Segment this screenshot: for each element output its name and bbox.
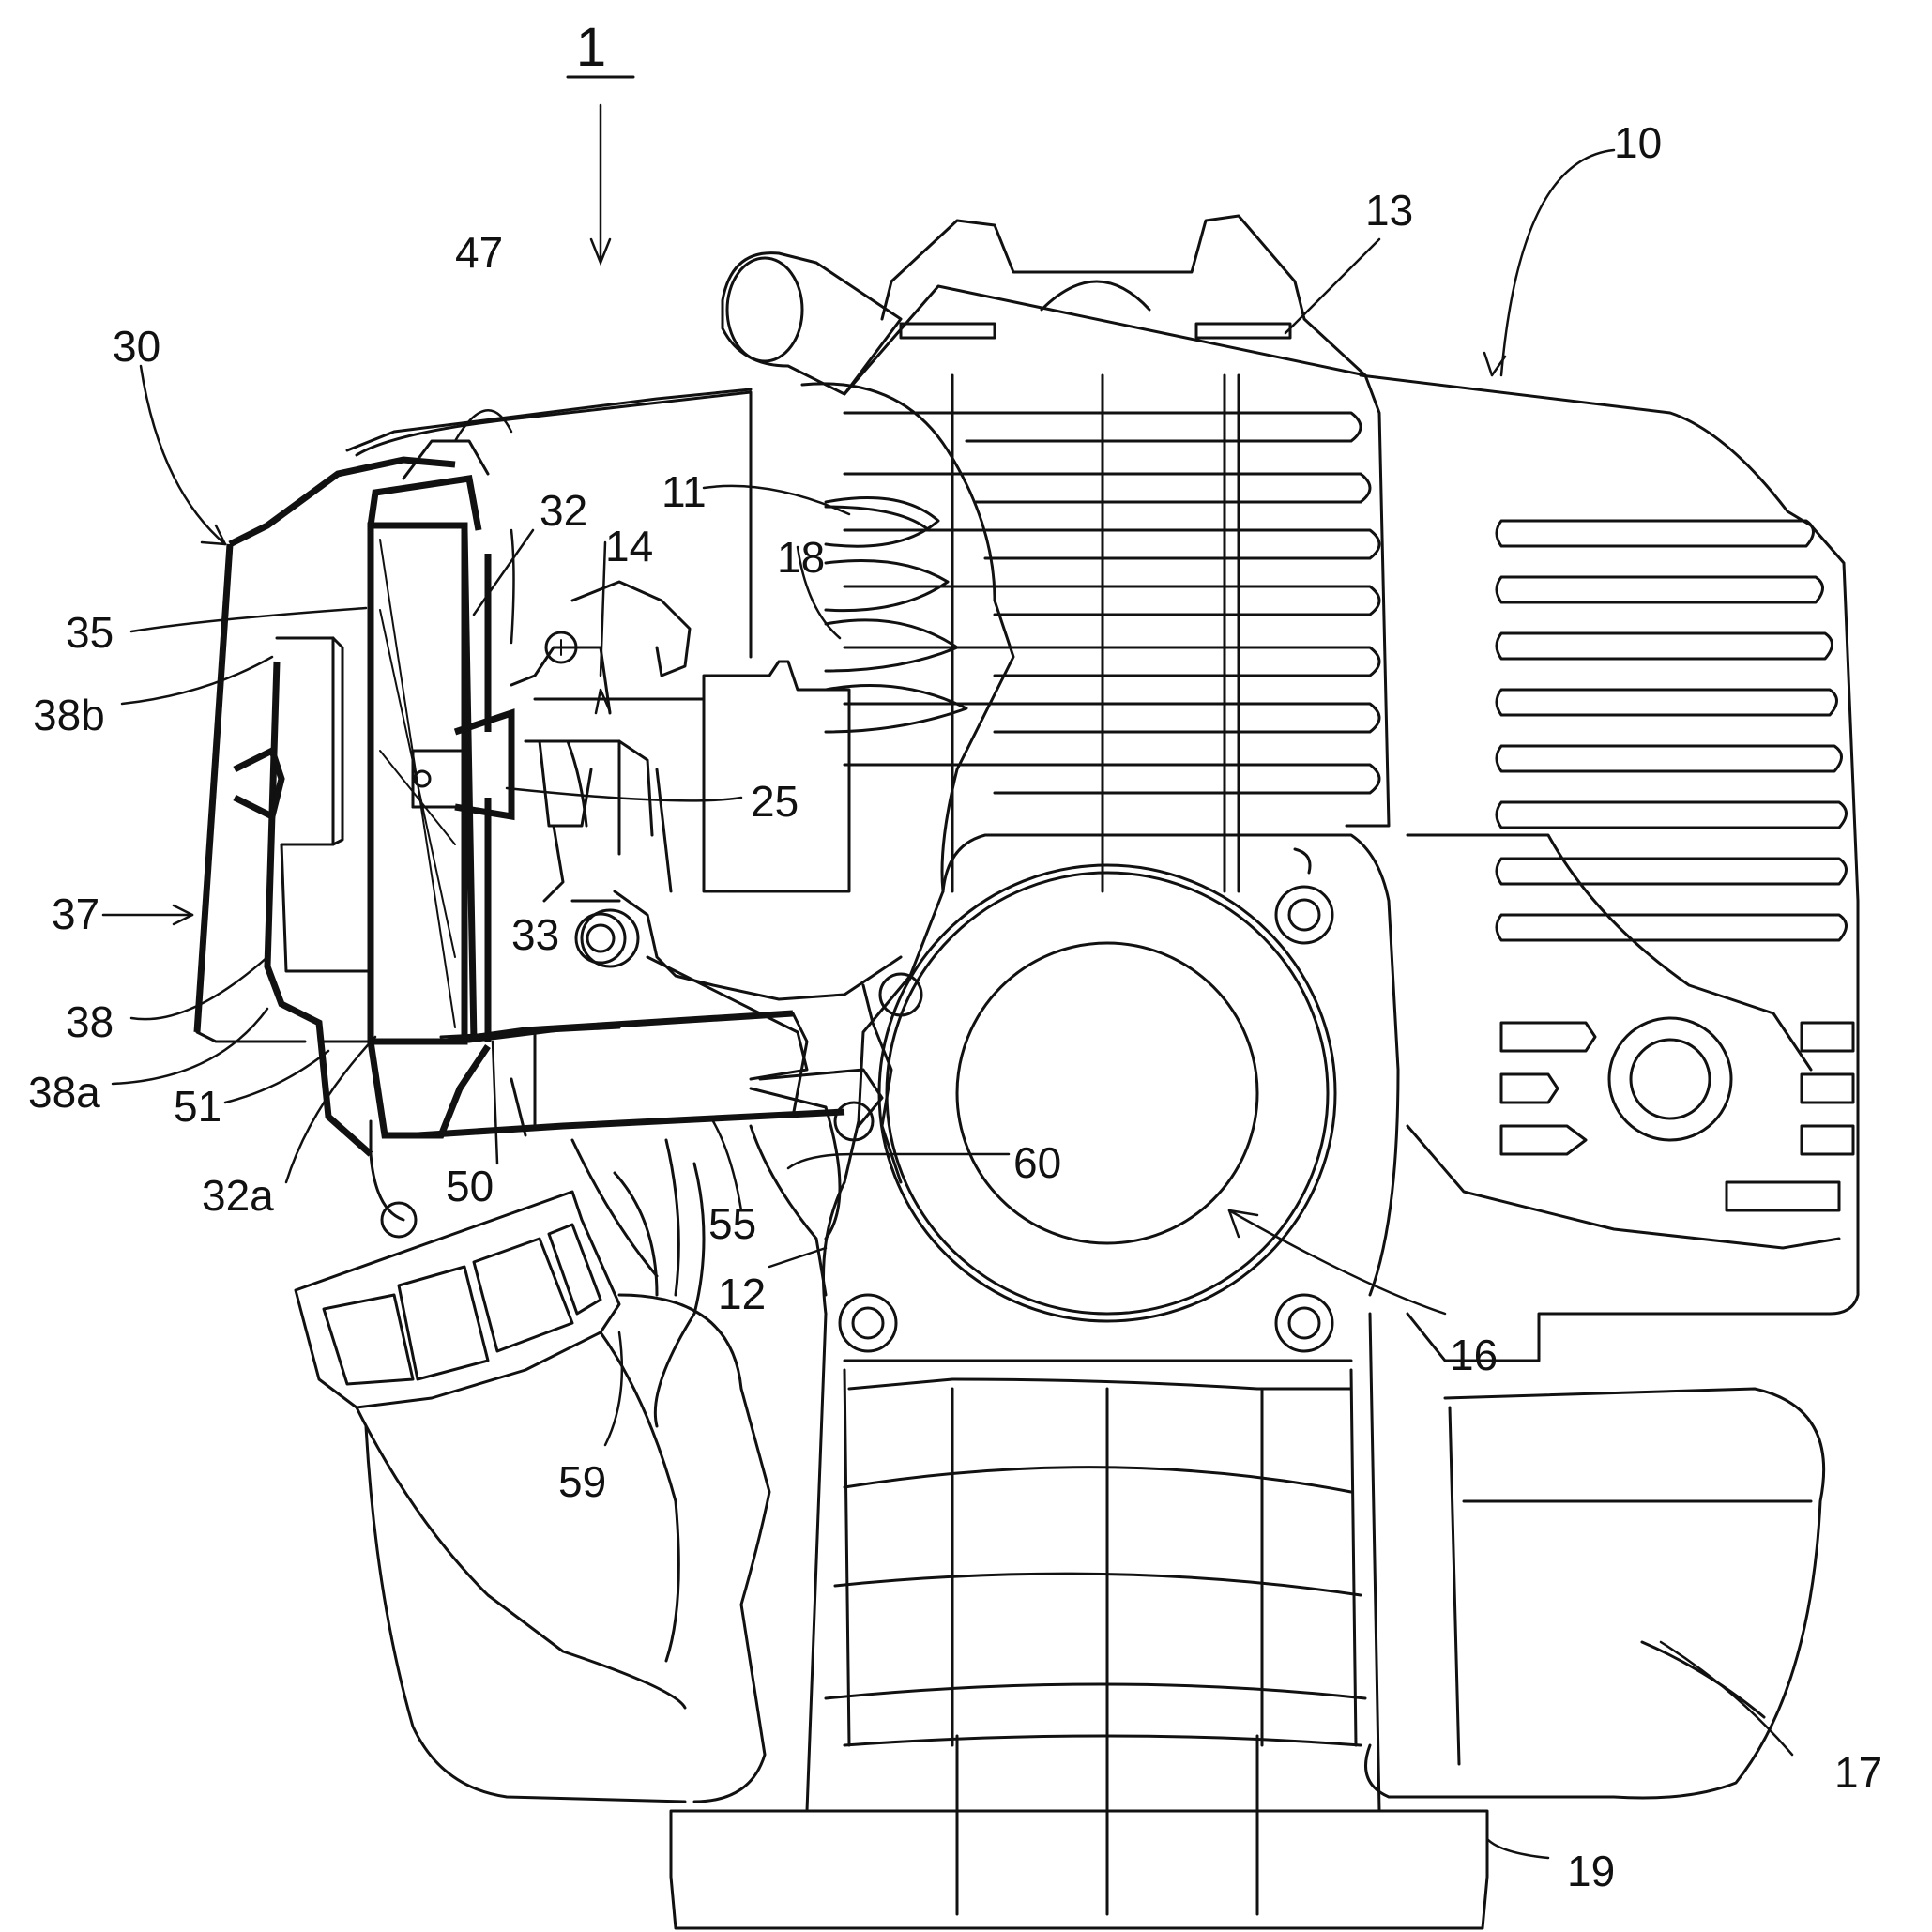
engine-cover <box>1361 375 1858 1361</box>
label-35: 35 <box>66 608 114 657</box>
label-38: 38 <box>66 997 114 1046</box>
label-37: 37 <box>52 890 99 938</box>
spark-plug-boot <box>723 253 901 394</box>
crankcase <box>824 835 1399 1321</box>
engine-base <box>671 1314 1487 1928</box>
cylinder-cutaway <box>802 384 1013 891</box>
label-59: 59 <box>558 1457 606 1506</box>
label-32a: 32a <box>202 1171 274 1220</box>
fuel-tank <box>366 1295 1824 1802</box>
reference-labels: 10 13 47 30 11 32 14 18 35 38b 25 37 33 … <box>28 118 1882 1895</box>
cylinder-head <box>844 216 1389 826</box>
label-51: 51 <box>174 1082 221 1131</box>
label-13: 13 <box>1365 186 1413 235</box>
air-cleaner-section <box>197 392 751 1237</box>
starter-grip <box>296 1164 704 1708</box>
label-55: 55 <box>708 1199 756 1248</box>
label-14: 14 <box>605 522 653 570</box>
label-16: 16 <box>1450 1331 1498 1379</box>
label-38a: 38a <box>28 1068 100 1117</box>
figure-number: 1 <box>576 17 606 78</box>
label-38b: 38b <box>33 691 105 739</box>
label-30: 30 <box>113 322 160 371</box>
label-47: 47 <box>455 228 503 277</box>
label-32: 32 <box>540 486 587 535</box>
label-60: 60 <box>1013 1138 1061 1187</box>
label-17: 17 <box>1834 1748 1882 1797</box>
cylinder-fins <box>844 375 1379 891</box>
cover-cooling-fins <box>1497 521 1853 1210</box>
label-25: 25 <box>751 777 799 826</box>
label-33: 33 <box>511 910 559 959</box>
carburetor <box>511 582 704 901</box>
label-19: 19 <box>1567 1847 1615 1895</box>
leader-lines <box>103 150 1792 1858</box>
label-10: 10 <box>1614 118 1662 167</box>
label-18: 18 <box>777 533 825 582</box>
label-12: 12 <box>718 1270 766 1318</box>
figure-arrow <box>591 105 610 263</box>
label-11: 11 <box>662 467 707 516</box>
label-50: 50 <box>446 1162 494 1210</box>
